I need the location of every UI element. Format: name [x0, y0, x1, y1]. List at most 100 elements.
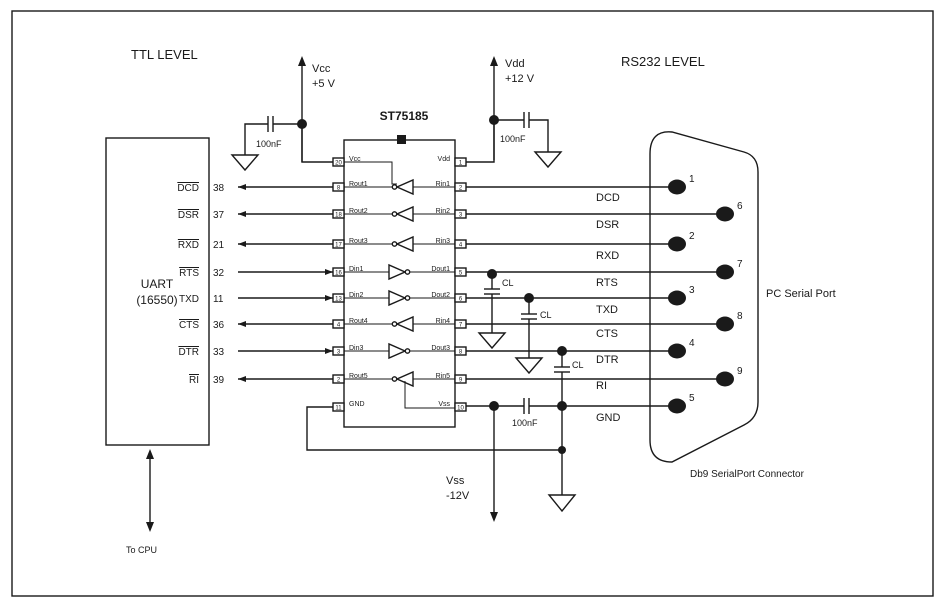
driver-triangle-3 — [388, 263, 407, 281]
uart-block — [105, 137, 210, 446]
vss-value-label: -12V — [446, 490, 470, 502]
uart-pin-number-32: 32 — [213, 268, 225, 279]
uart-signal-cts: CTS — [179, 320, 199, 331]
vcc-to-chip-wire — [301, 124, 333, 163]
uart-signal-dtr: DTR — [178, 347, 199, 358]
chip-pin-label-dout3: Dout3 — [431, 345, 450, 352]
db9-pin-6 — [716, 206, 734, 222]
receiver-bubble-5 — [391, 321, 398, 327]
receiver-triangle-5 — [395, 315, 414, 333]
uart-model-label: (16550) — [136, 293, 177, 307]
pc-serial-port-label: PC Serial Port — [766, 288, 836, 300]
vcc-value-label: +5 V — [312, 78, 336, 90]
uart-pin-number-37: 37 — [213, 210, 225, 221]
chip-pin-label-rout4: Rout4 — [349, 318, 368, 325]
driver-triangle-6 — [388, 342, 407, 360]
chip-pin-number-left-17: 17 — [335, 243, 342, 249]
vss-cap-label: 100nF — [512, 418, 538, 428]
ttl-arrow-out-2 — [238, 241, 246, 247]
receiver-triangle-2 — [395, 235, 414, 253]
uart-pin-number-36: 36 — [213, 320, 225, 331]
uart-signal-ri: RI — [189, 375, 199, 386]
cl-capacitor-1: CL — [477, 269, 514, 350]
vdd-cap-wire-right — [529, 119, 549, 152]
chip-pin-label-vss: Vss — [438, 401, 450, 408]
ttl-signal-lines — [238, 184, 333, 382]
cl-capacitor-3-label: CL — [572, 360, 584, 370]
chip-pin-number-right-4: 4 — [459, 243, 463, 249]
db9-pin-number-1: 1 — [689, 174, 695, 185]
db9-pin-3 — [668, 290, 686, 306]
chip-pin-label-din1: Din1 — [349, 266, 364, 273]
vdd-arrow — [490, 56, 498, 66]
ttl-arrow-in-3 — [325, 269, 333, 275]
vss-arrow — [490, 512, 498, 522]
chip-pin-label-rin2: Rin2 — [436, 208, 451, 215]
chip-pin-label-din2: Din2 — [349, 292, 364, 299]
diagram-frame — [11, 10, 934, 597]
cl-capacitor-1-label: CL — [502, 278, 514, 288]
chip-pin-number-left-4: 4 — [337, 323, 341, 329]
chip-pin-label-din3: Din3 — [349, 345, 364, 352]
chip-pin-number-right-6: 6 — [459, 297, 463, 303]
vdd-ground-symbol — [533, 151, 563, 169]
uart-pin-number-33: 33 — [213, 347, 225, 358]
chip-pin-number-left-11: 11 — [335, 406, 342, 412]
vdd-to-chip-wire — [466, 120, 495, 163]
receiver-bubble-2 — [391, 241, 398, 247]
driver-bubble-3 — [404, 269, 411, 275]
chip-gnd-return-wire — [306, 406, 562, 451]
db9-connector-outline — [649, 131, 759, 463]
db9-pin-1 — [668, 179, 686, 195]
chip-pin-box-right-1 — [454, 157, 467, 167]
rs232-label-cts: CTS — [596, 328, 618, 340]
chip-pin-label-rout1: Rout1 — [349, 181, 368, 188]
driver-bubble-4 — [404, 295, 411, 301]
ttl-arrow-out-0 — [238, 184, 246, 190]
vdd-label: Vdd — [505, 58, 525, 70]
cl-capacitor-2-label: CL — [540, 310, 552, 320]
receiver-bubble-0 — [391, 184, 398, 190]
uart-label: UART — [141, 277, 174, 291]
chip-pin-number-right-10: 10 — [457, 406, 464, 412]
chip-notch — [397, 135, 406, 144]
driver-triangle-4 — [388, 289, 407, 307]
rs232-label-rxd: RXD — [596, 250, 619, 262]
chip-pin-number-right-3: 3 — [459, 213, 463, 219]
chip-pin-number-left-2: 2 — [337, 378, 341, 384]
ttl-arrow-out-5 — [238, 321, 246, 327]
rs232-label-gnd: GND — [596, 412, 621, 424]
uart-pin-number-39: 39 — [213, 375, 225, 386]
db9-pin-number-6: 6 — [737, 201, 743, 212]
db9-connector-label: Db9 SerialPort Connector — [690, 469, 805, 480]
vdd-value-label: +12 V — [505, 73, 535, 85]
chip-pin-label-vdd: Vdd — [438, 156, 451, 163]
vcc-cap-wire-left — [244, 123, 268, 155]
rs232-label-rts: RTS — [596, 277, 618, 289]
chip-pin-number-left-16: 16 — [335, 271, 342, 277]
chip-pin-label-rout3: Rout3 — [349, 238, 368, 245]
db9-pin-2 — [668, 236, 686, 252]
ttl-arrow-in-4 — [325, 295, 333, 301]
db9-pin-7 — [716, 264, 734, 280]
rs232-label-dcd: DCD — [596, 192, 620, 204]
vss-label: Vss — [446, 475, 465, 487]
ttl-arrow-out-7 — [238, 376, 246, 382]
chip-buffers — [344, 178, 455, 388]
ttl-arrow-in-6 — [325, 348, 333, 354]
main-ground-symbol — [547, 494, 577, 513]
cpu-bus-arrow-down — [146, 522, 154, 532]
cl-capacitor-2: CL — [514, 293, 552, 375]
uart-pin-number-11: 11 — [213, 294, 224, 305]
chip-pin-number-right-8: 8 — [459, 350, 463, 356]
chip-pin-label-rout2: Rout2 — [349, 208, 368, 215]
receiver-bubble-7 — [391, 376, 398, 382]
receiver-triangle-1 — [395, 205, 414, 223]
db9-pin-9 — [716, 371, 734, 387]
chip-pin-label-rin4: Rin4 — [436, 318, 451, 325]
driver-bubble-6 — [404, 348, 411, 354]
uart-signal-rts: RTS — [179, 268, 199, 279]
